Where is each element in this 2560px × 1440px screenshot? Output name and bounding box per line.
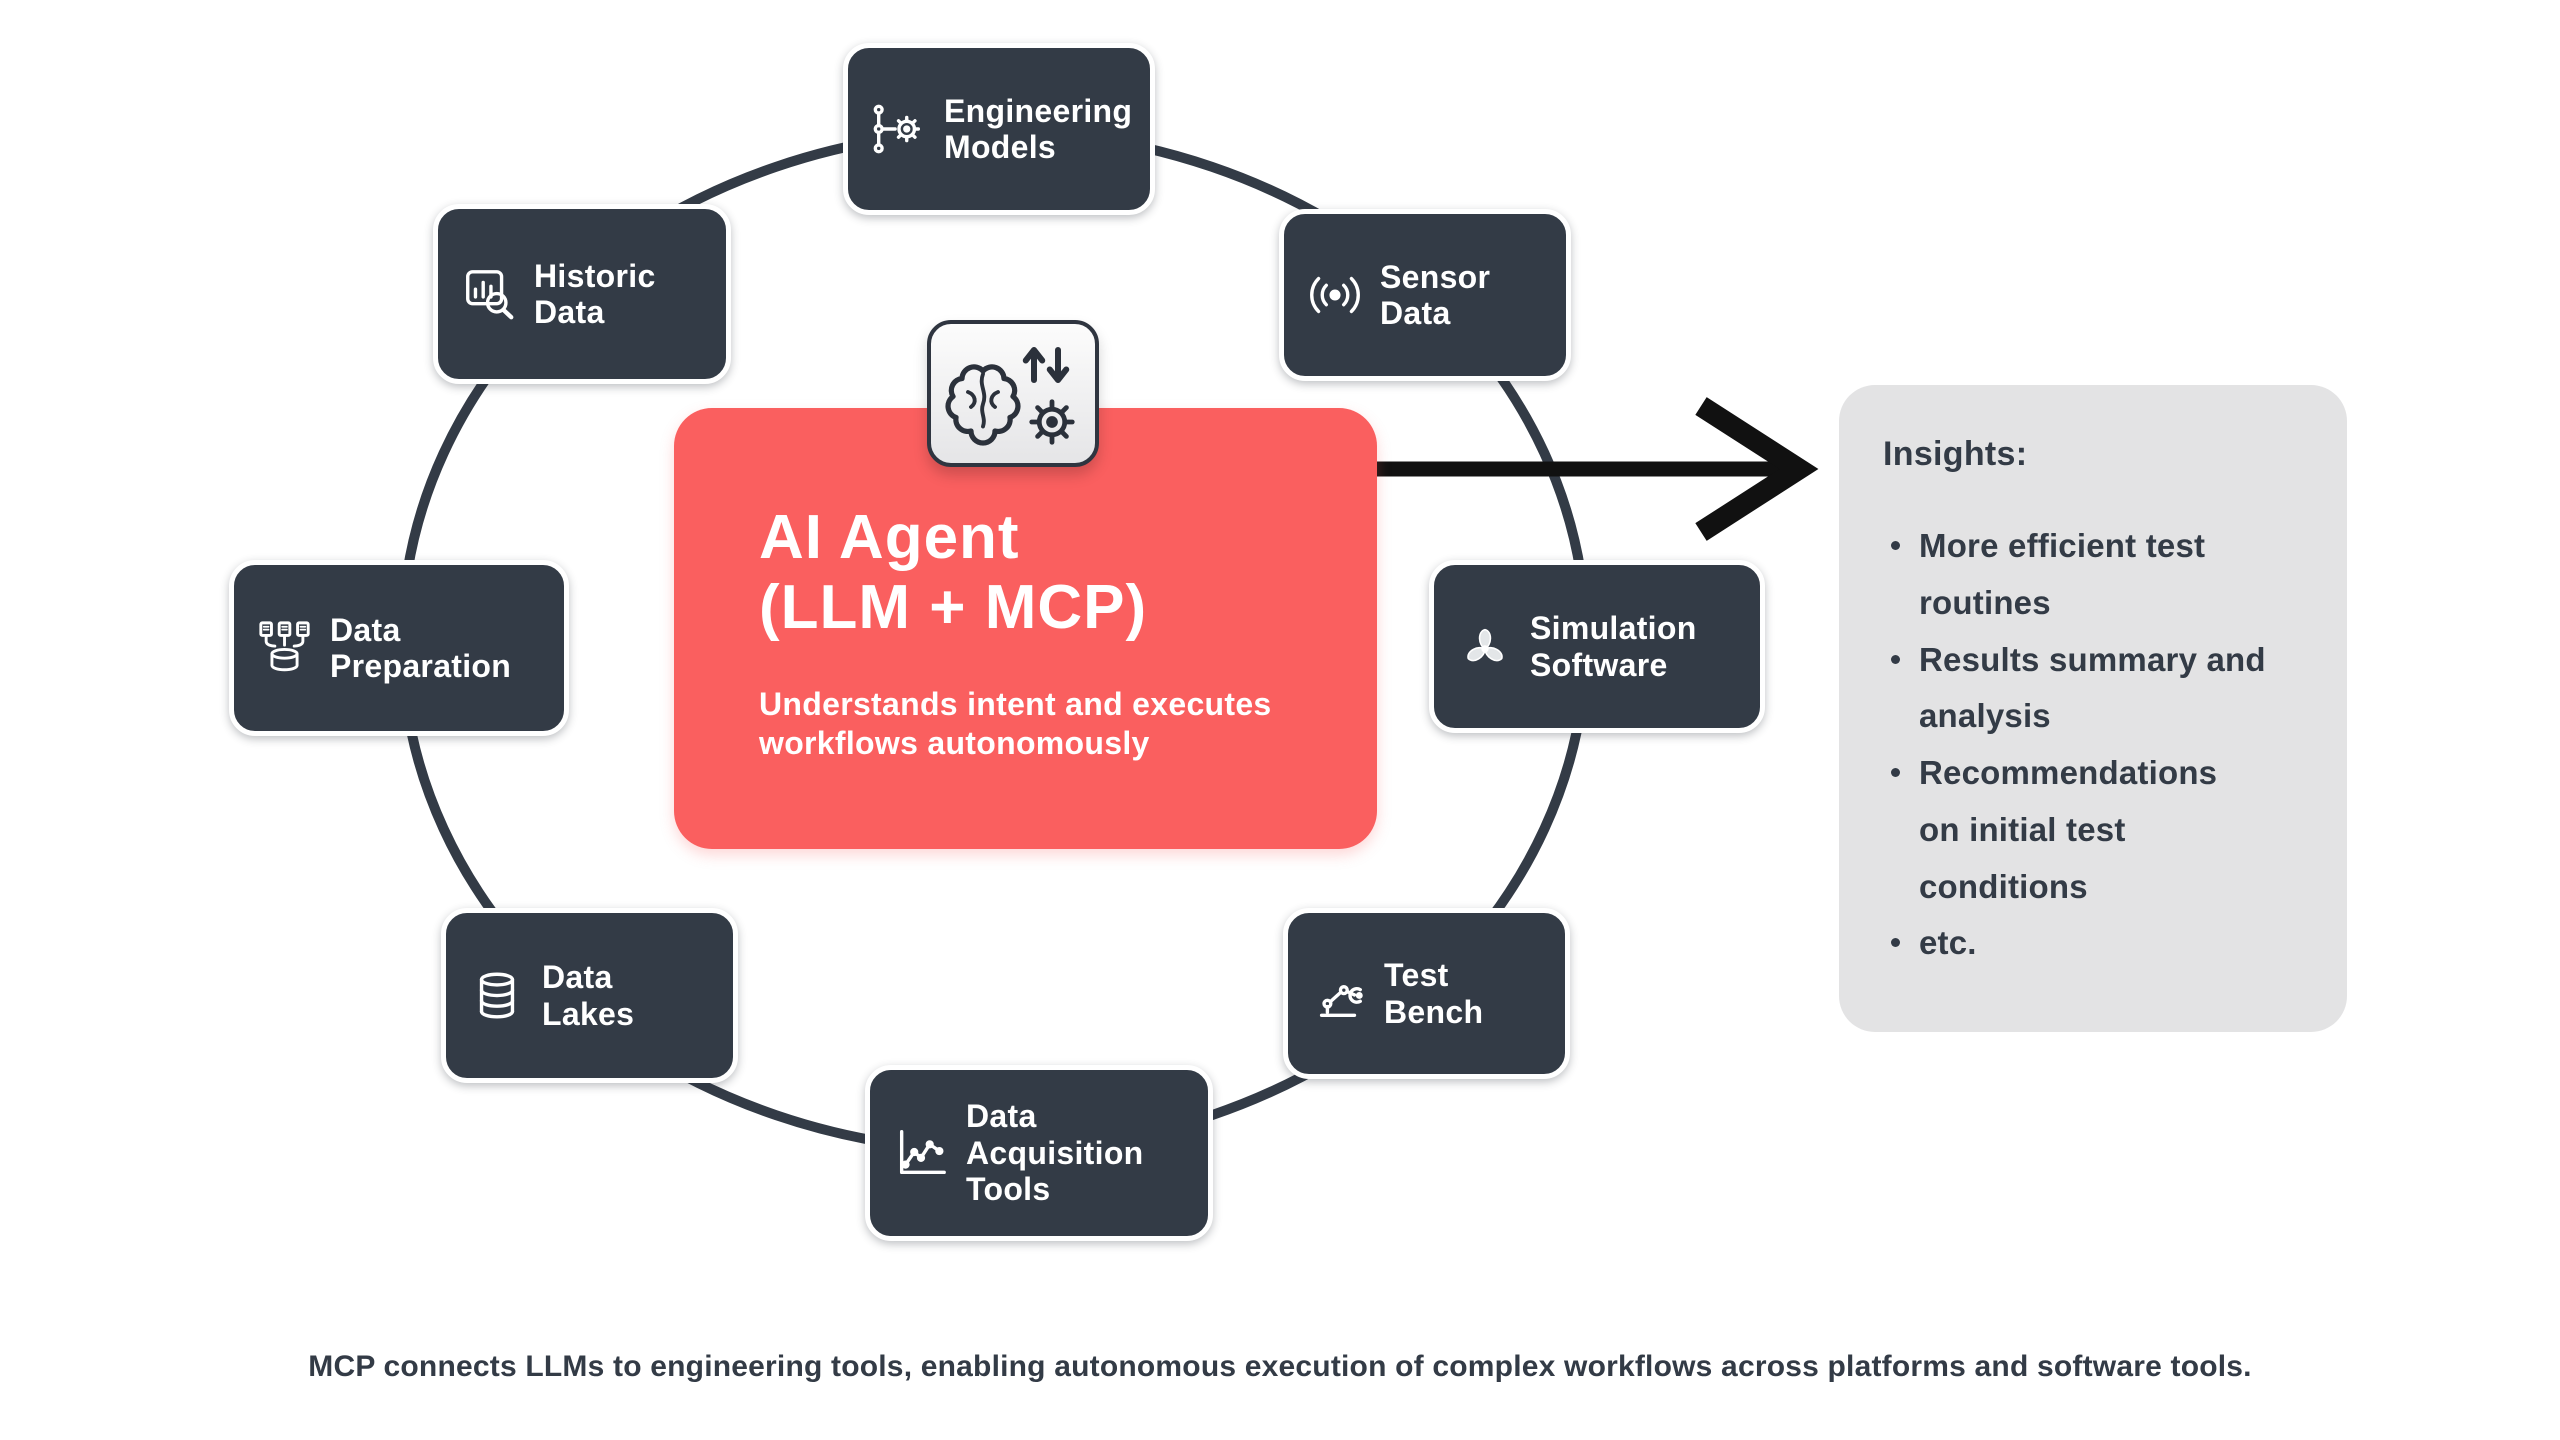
insights-list: More efficient test routines Results sum… [1883,518,2313,972]
node-label: Data Acquisition Tools [966,1098,1144,1208]
node-label: Simulation Software [1530,610,1697,683]
test-bench-icon [1310,965,1368,1023]
node-sensor-data: Sensor Data [1279,209,1571,381]
insights-panel: Insights: More efficient test routines R… [1839,385,2347,1032]
simulation-software-icon [1456,618,1514,676]
flow-arrow [1370,397,1819,541]
historic-data-icon [460,265,518,323]
gear-icon [1029,399,1075,445]
insight-item: Recommendations on initial test conditio… [1883,745,2313,915]
node-engineering-models: Engineering Models [843,43,1155,215]
llm-mcp-icon-box [927,320,1099,467]
node-data-acquisition-tools: Data Acquisition Tools [865,1065,1213,1241]
insight-item: etc. [1883,915,2313,972]
insights-heading: Insights: [1883,435,2028,473]
engineering-models-icon [870,100,928,158]
data-lakes-icon [468,967,526,1025]
node-label: Engineering Models [944,92,1133,165]
node-label: Data Preparation [330,611,512,684]
data-acquisition-tools-icon [892,1124,950,1182]
sync-arrows-icon [1022,347,1070,383]
sensor-data-icon [1306,266,1364,324]
footer-caption: MCP connects LLMs to engineering tools, … [308,1350,2252,1383]
insight-item: More efficient test routines [1883,518,2313,632]
ai-agent-subtitle: Understands intent and executes workflow… [759,686,1272,762]
insight-item: Results summary and analysis [1883,632,2313,746]
node-data-preparation: Data Preparation [229,560,569,736]
node-data-lakes: Data Lakes [441,908,738,1083]
data-preparation-icon [256,619,314,677]
brain-icon [945,364,1021,446]
node-label: Sensor Data [1380,258,1491,331]
node-simulation-software: Simulation Software [1429,560,1765,733]
ai-agent-card: AI Agent (LLM + MCP) Understands intent … [674,408,1377,849]
ai-agent-title: AI Agent (LLM + MCP) [759,503,1148,643]
node-label: Data Lakes [542,959,635,1032]
node-historic-data: Historic Data [433,204,731,384]
node-label: Historic Data [534,257,656,330]
node-test-bench: Test Bench [1283,908,1570,1079]
node-label: Test Bench [1384,957,1484,1030]
